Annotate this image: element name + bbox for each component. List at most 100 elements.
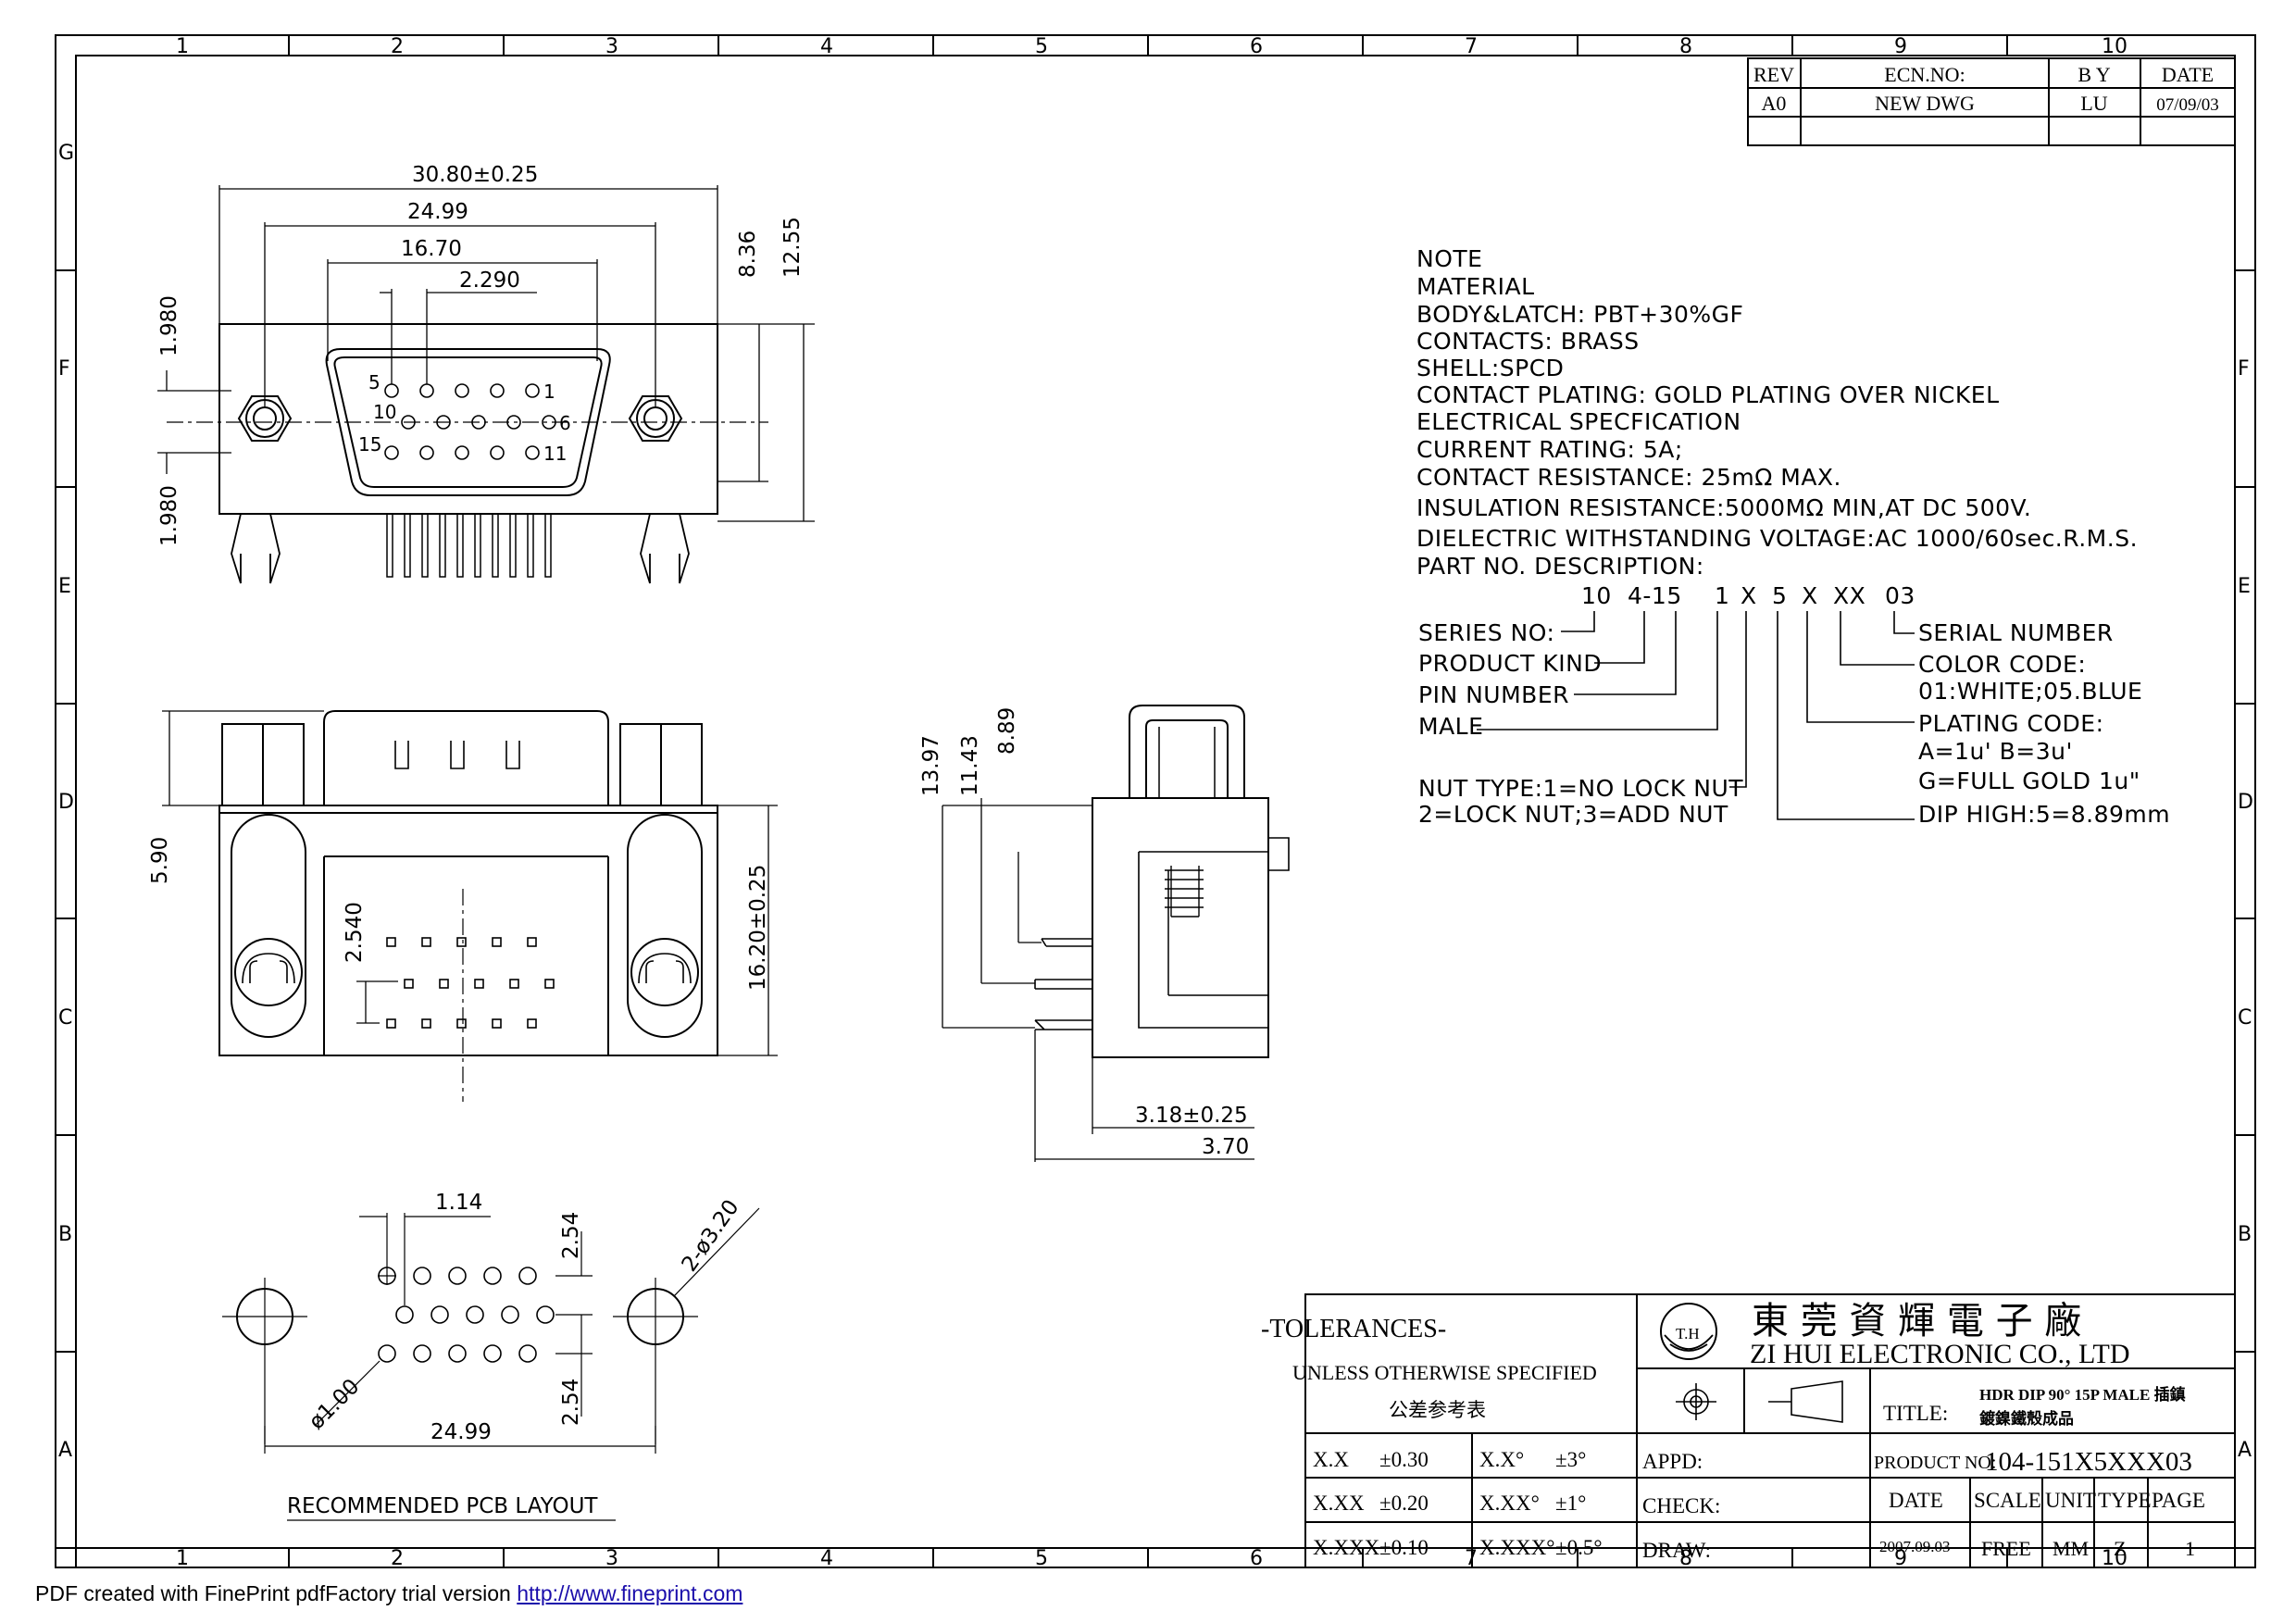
- dim-top-2290: 2.290: [459, 268, 520, 293]
- info-value: 1: [2185, 1537, 2195, 1560]
- part-code-seg: 5: [1772, 582, 1787, 609]
- info-header: UNIT: [2045, 1489, 2096, 1512]
- unless-specified: UNLESS OTHERWISE SPECIFIED: [1292, 1361, 1597, 1384]
- note-line: DIELECTRIC WITHSTANDING VOLTAGE:AC 1000/…: [1416, 525, 2138, 552]
- info-header: PAGE: [2152, 1489, 2205, 1512]
- col-label: 5: [1035, 35, 1048, 58]
- pin-label-10: 10: [373, 401, 396, 423]
- grid-column-labels-bottom: 1 2 3 4 5 6 7 8 9 10: [176, 1547, 2128, 1570]
- part-desc-right: PLATING CODE:: [1918, 710, 2104, 737]
- tol-cell: ±0.5°: [1555, 1536, 1603, 1559]
- row-label: A: [58, 1439, 72, 1462]
- tol-cell: ±0.30: [1379, 1448, 1429, 1471]
- dim-pcb-254-a: 2.54: [559, 1212, 583, 1259]
- part-code-seg: 10: [1581, 582, 1612, 609]
- dim-pcb-hole: 2-ø3.20: [678, 1195, 744, 1276]
- info-value: 2007.09.03: [1879, 1538, 1951, 1555]
- col-label: 6: [1250, 1547, 1263, 1570]
- pcb-layout: 1.14 2.54 2.54 24.99 2-ø3.20 ø1.00 RECOM…: [222, 1191, 760, 1521]
- date-cell: 07/09/03: [2156, 95, 2219, 115]
- dim-top-1670: 16.70: [401, 237, 462, 261]
- ecn-header: ECN.NO:: [1884, 63, 1965, 86]
- row-label: F: [2238, 357, 2250, 381]
- row-label: E: [2238, 575, 2251, 598]
- part-desc-right: A=1u' B=3u': [1918, 738, 2073, 765]
- col-label: 7: [1465, 35, 1478, 58]
- pin-label-5: 5: [368, 371, 381, 393]
- row-label: C: [2238, 1006, 2252, 1030]
- col-label: 3: [605, 35, 618, 58]
- footer-link[interactable]: http://www.fineprint.com: [517, 1581, 743, 1605]
- pin-label-1: 1: [543, 381, 555, 403]
- check-label: CHECK:: [1642, 1494, 1720, 1517]
- pcb-caption: RECOMMENDED PCB LAYOUT: [287, 1494, 598, 1518]
- grid-row-labels-left: G F E D C B A: [58, 142, 74, 1462]
- note-line: INSULATION RESISTANCE:5000MΩ MIN,AT DC 5…: [1416, 494, 2031, 521]
- title-label: TITLE:: [1883, 1402, 1948, 1425]
- col-label: 8: [1679, 1547, 1692, 1570]
- tolerances-title: -TOLERANCES-: [1261, 1315, 1446, 1343]
- col-label: 10: [2102, 1547, 2128, 1570]
- part-code-seg: 1: [1715, 582, 1729, 609]
- dim-top-1255: 12.55: [780, 217, 805, 278]
- dim-side-370: 3.70: [1202, 1135, 1249, 1159]
- dim-pcb-114: 1.14: [435, 1191, 482, 1215]
- note-line: PART NO. DESCRIPTION:: [1416, 553, 1704, 580]
- col-label: 3: [605, 1547, 618, 1570]
- footer-note: PDF created with FinePrint pdfFactory tr…: [35, 1581, 742, 1606]
- part-desc-right: SERIAL NUMBER: [1918, 619, 2114, 646]
- info-value: MM: [2053, 1537, 2089, 1560]
- appd-label: APPD:: [1642, 1450, 1703, 1473]
- date-header: DATE: [2162, 63, 2214, 86]
- info-value: Z: [2114, 1537, 2126, 1560]
- note-line: CURRENT RATING: 5A;: [1416, 436, 1683, 463]
- part-code-seg: X: [1802, 582, 1818, 609]
- row-label: A: [2238, 1439, 2252, 1462]
- front-view: 5.90 16.20±0.25 2.540: [148, 710, 778, 1102]
- notes: NOTE MATERIAL BODY&LATCH: PBT+30%GF CONT…: [1416, 245, 2170, 828]
- pin-label-6: 6: [559, 412, 571, 434]
- row-label: F: [58, 357, 70, 381]
- company-name-cn: 東 莞 資 輝 電 子 廠: [1752, 1300, 2081, 1342]
- pin-label-15: 15: [358, 433, 381, 456]
- part-code-seg: 03: [1885, 582, 1915, 609]
- col-label: 9: [1894, 1547, 1907, 1570]
- draw-label: DRAW:: [1642, 1539, 1711, 1562]
- tol-cell: X.XXX°: [1479, 1536, 1554, 1559]
- product-no: 104-151X5XXX03: [1985, 1447, 2192, 1477]
- company-name-en: ZI HUI ELECTRONIC CO., LTD: [1750, 1339, 2130, 1369]
- tol-cell: X.XXX: [1313, 1536, 1380, 1559]
- drawing-frame: [55, 34, 2256, 1568]
- revision-table: REV ECN.NO: B Y DATE A0 NEW DWG LU 07/09…: [1747, 57, 2236, 146]
- part-desc-left: NUT TYPE:1=NO LOCK NUT: [1418, 775, 1743, 802]
- dim-front-590: 5.90: [148, 837, 172, 884]
- dim-front-1620: 16.20±0.25: [746, 865, 770, 991]
- pin-label-11: 11: [543, 443, 567, 465]
- info-header: DATE: [1889, 1489, 1943, 1512]
- tol-cell: X.X°: [1479, 1448, 1524, 1471]
- company-logo: [1660, 1303, 1717, 1360]
- col-label: 2: [391, 1547, 404, 1570]
- note-line: CONTACT RESISTANCE: 25mΩ MAX.: [1416, 464, 1841, 491]
- note-line: ELECTRICAL SPECFICATION: [1416, 408, 1741, 435]
- note-line: NOTE: [1416, 245, 1482, 272]
- info-header: SCALE: [1974, 1489, 2041, 1512]
- dim-left-1980-a: 1.980: [157, 295, 181, 356]
- col-label: 9: [1894, 35, 1907, 58]
- side-view: 13.97 11.43 8.89 3.18±0.25 3.70: [919, 705, 1290, 1162]
- dim-top-836: 8.36: [736, 231, 760, 278]
- ecn-cell: NEW DWG: [1875, 92, 1975, 115]
- tol-cell: X.XX°: [1479, 1492, 1540, 1515]
- row-label: D: [58, 791, 74, 814]
- footer-text: PDF created with FinePrint pdfFactory tr…: [35, 1581, 518, 1605]
- dim-pcb-2499: 24.99: [430, 1420, 492, 1444]
- tol-cell: ±0.20: [1379, 1492, 1429, 1515]
- row-ticks: [56, 269, 2255, 1353]
- tol-cell: X.XX: [1313, 1492, 1365, 1515]
- part-desc-left: MALE: [1418, 713, 1483, 740]
- tol-cell: ±1°: [1555, 1492, 1586, 1515]
- row-label: C: [58, 1006, 72, 1030]
- part-desc-left: PRODUCT KIND: [1418, 650, 1602, 677]
- tolerance-table-cn: 公差参考表: [1389, 1399, 1486, 1421]
- col-label: 4: [820, 35, 833, 58]
